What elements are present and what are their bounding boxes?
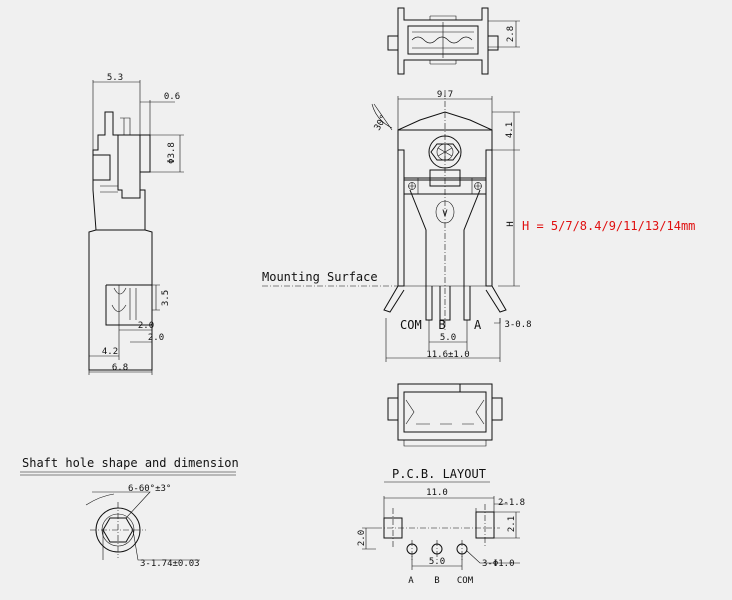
front-view: V 9.7 4.1 30° H H = 5/7/8.4/9/11/13/14mm… <box>371 90 695 362</box>
dim-4-2: 4.2 <box>102 347 118 357</box>
mounting-surface-text: Mounting Surface <box>262 270 378 284</box>
pcb-title: P.C.B. LAYOUT <box>392 467 486 481</box>
h-marker: H <box>506 221 516 226</box>
pcb-dim-11-0: 11.0 <box>426 488 448 498</box>
shaft-detail: Shaft hole shape and dimension 6-60°±3° … <box>20 456 239 569</box>
pcb-dim-2-1: 2.1 <box>507 516 517 532</box>
pcb-pin-b: B <box>434 576 439 586</box>
dim-5-0: 5.0 <box>440 333 456 343</box>
pin-a: A <box>474 318 482 332</box>
dim-6-8: 6.8 <box>112 363 128 373</box>
dim-9-7: 9.7 <box>437 90 453 100</box>
dim-5-3: 5.3 <box>107 73 123 83</box>
dim-shaft-angle: 6-60°±3° <box>128 484 171 494</box>
pcb-dim-2-1-8: 2-1.8 <box>498 498 525 508</box>
dim-2-8: 2.8 <box>506 26 516 42</box>
dim-2-0-b: 2.0 <box>148 333 164 343</box>
bottom-view <box>387 383 503 447</box>
dim-3-0-8: 3-0.8 <box>504 320 531 330</box>
dim-shaft-hex: 3-1.74±0.03 <box>140 559 200 569</box>
pin-b-label: B <box>438 318 445 332</box>
top-view: 2.8 <box>387 7 520 75</box>
dim-0-6: 0.6 <box>164 92 180 102</box>
pcb-dim-5-0: 5.0 <box>429 557 445 567</box>
dim-3-5: 3.5 <box>161 290 171 306</box>
h-formula: H = 5/7/8.4/9/11/13/14mm <box>522 219 695 233</box>
mounting-surface-label: Mounting Surface <box>262 270 398 287</box>
side-view: 5.3 0.6 Φ3.8 3.5 2.0 2.0 4.2 6.8 <box>88 73 184 375</box>
pcb-pin-com: COM <box>457 576 474 586</box>
dim-2-0-a: 2.0 <box>138 321 154 331</box>
pcb-pin-a: A <box>408 576 414 586</box>
dim-phi3-8: Φ3.8 <box>167 142 177 164</box>
pcb-layout: P.C.B. LAYOUT 11.0 2-1.8 2.1 2.0 5.0 3-Φ… <box>357 467 525 586</box>
dim-4-1: 4.1 <box>505 122 515 138</box>
pcb-dim-2-0: 2.0 <box>357 530 367 546</box>
dim-11-6: 11.6±1.0 <box>426 350 469 360</box>
shaft-title: Shaft hole shape and dimension <box>22 456 239 470</box>
pcb-dim-3-phi1: 3-Φ1.0 <box>482 559 515 569</box>
pin-com: COM <box>400 318 422 332</box>
